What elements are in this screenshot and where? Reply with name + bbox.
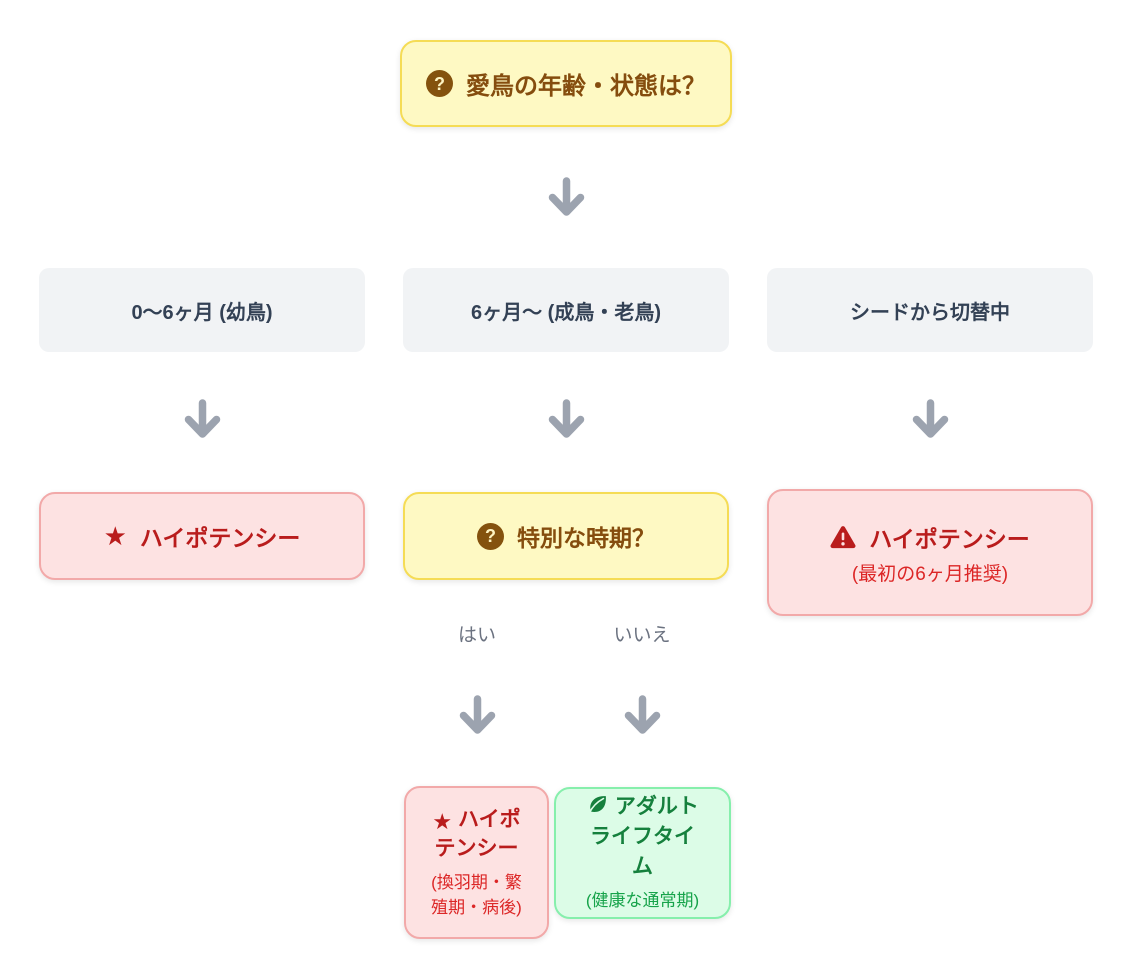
result-label: ハイポテンシー xyxy=(869,525,1030,552)
arrow-down-icon xyxy=(548,399,585,438)
condition-node-adult: 6ヶ月〜 (成鳥・老鳥) xyxy=(403,268,729,352)
arrow-down-icon xyxy=(912,399,949,438)
result-note: (健康な通常期) xyxy=(585,890,700,910)
star-icon: ★ xyxy=(432,808,453,834)
choice-label-yes: はい xyxy=(457,625,496,646)
result-title: アダルトライフタイム xyxy=(581,792,705,881)
arrow-down-icon xyxy=(184,399,221,438)
root-question-node: ? 愛鳥の年齢・状態は？ xyxy=(400,40,732,127)
star-icon: ★ xyxy=(103,521,127,551)
result-label: ハイポテンシー xyxy=(139,525,301,551)
question-circle-icon: ? xyxy=(426,70,453,97)
condition-label: 0〜6ヶ月 (幼鳥) xyxy=(131,301,273,324)
result-note: (換羽期・繁殖期・病後) xyxy=(431,873,522,917)
question-label: 特別な時期？ xyxy=(517,525,655,551)
condition-node-chick: 0〜6ヶ月 (幼鳥) xyxy=(39,268,365,352)
root-question-title: ? 愛鳥の年齢・状態は？ xyxy=(426,66,706,101)
condition-node-switching: シードから切替中 xyxy=(767,268,1093,352)
result-node-hypotency-special: ★ ハイポテンシー (換羽期・繁殖期・病後) xyxy=(404,786,549,939)
warning-icon xyxy=(830,525,856,548)
result-node-hypotency-chick: ★ ハイポテンシー xyxy=(39,492,365,580)
result-title: ★ ハイポテンシー xyxy=(104,519,301,553)
question-title: ? 特別な時期？ xyxy=(477,519,655,553)
leaf-icon xyxy=(588,796,607,815)
result-node-hypotency-switching: ハイポテンシー (最初の6ヶ月推奨) xyxy=(767,489,1093,616)
result-label: アダルトライフタイム xyxy=(590,795,699,879)
root-question-label: 愛鳥の年齢・状態は？ xyxy=(466,73,706,100)
question-circle-icon: ? xyxy=(477,522,504,550)
arrow-down-icon xyxy=(548,177,585,216)
arrow-down-icon xyxy=(624,695,661,734)
choice-label-no: いいえ xyxy=(613,625,671,646)
result-note: (最初の6ヶ月推奨) xyxy=(851,563,1009,585)
arrow-down-icon xyxy=(459,695,496,734)
condition-label: 6ヶ月〜 (成鳥・老鳥) xyxy=(471,301,661,324)
result-label: ハイポテンシー xyxy=(434,807,521,861)
result-title: ハイポテンシー xyxy=(830,520,1030,554)
condition-label: シードから切替中 xyxy=(850,301,1010,324)
question-node-special-period: ? 特別な時期？ xyxy=(403,492,729,580)
result-title: ★ ハイポテンシー xyxy=(424,805,530,865)
result-node-adult-lifetime: アダルトライフタイム (健康な通常期) xyxy=(554,787,731,919)
